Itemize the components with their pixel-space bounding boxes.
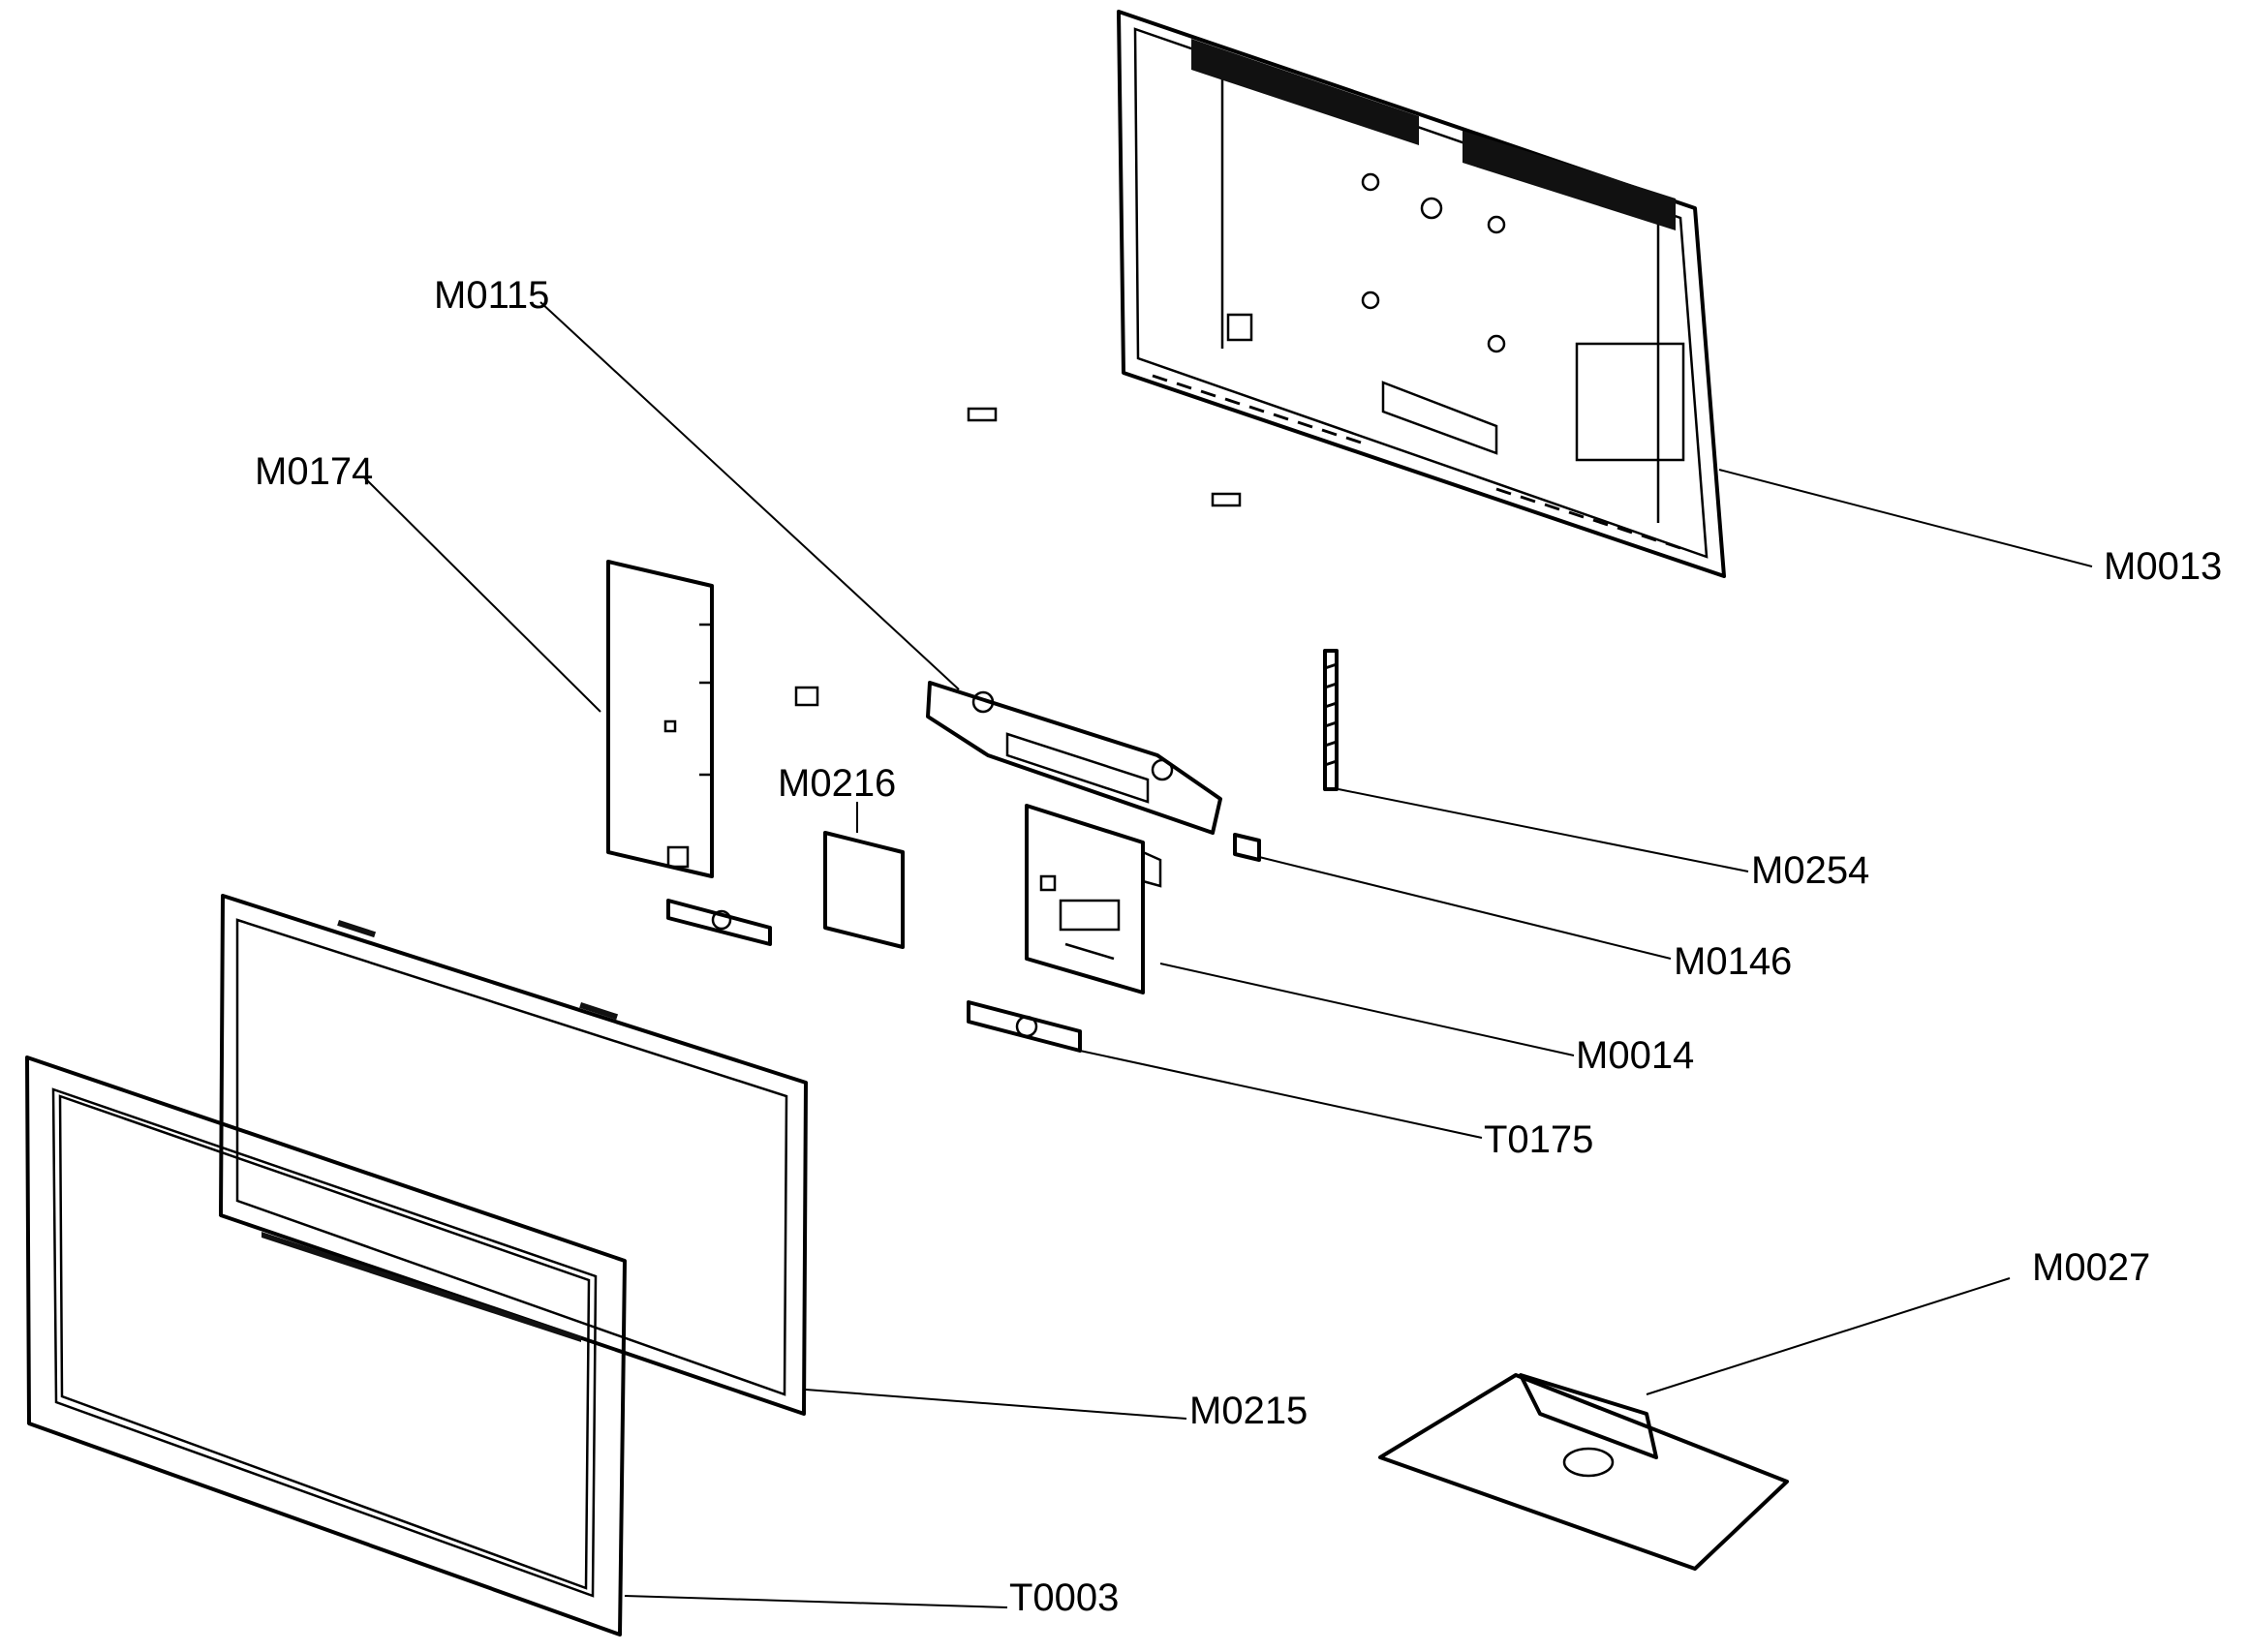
leader-m0014 (1159, 963, 1575, 1056)
callout-t0175: T0175 (1484, 1118, 1593, 1161)
leader-lines (362, 301, 2093, 1608)
speaker-right-part (967, 1000, 1082, 1053)
callout-m0146: M0146 (1674, 940, 1792, 983)
shield-board-part (606, 560, 714, 878)
speaker-left-part (666, 899, 772, 946)
callout-m0254: M0254 (1751, 849, 1869, 892)
leader-m0174 (362, 475, 601, 713)
callout-m0013: M0013 (2104, 545, 2222, 588)
leader-m0146 (1258, 856, 1672, 960)
callout-m0014: M0014 (1576, 1034, 1694, 1077)
leader-t0003 (624, 1595, 1008, 1608)
clip-parts (794, 407, 1242, 707)
callout-m0115: M0115 (434, 274, 549, 317)
rear-cover-part (1117, 10, 1726, 578)
callout-labels: M0115 M0174 M0013 M0216 M0254 M0146 M001… (255, 274, 2222, 1619)
panel-frame-part (219, 894, 808, 1416)
front-bezel-part (25, 1055, 627, 1637)
insulation-sheet-part (823, 831, 905, 949)
leader-m0027 (1646, 1277, 2011, 1395)
small-connector-part (1233, 833, 1261, 862)
callout-m0216: M0216 (778, 762, 896, 805)
bracket-part (926, 681, 1222, 835)
strip-part (1323, 649, 1339, 791)
leader-m0115 (539, 301, 960, 690)
leader-t0175 (1079, 1050, 1483, 1139)
rear-cover-vents (1152, 374, 1681, 550)
callout-m0215: M0215 (1189, 1390, 1308, 1432)
leader-m0254 (1338, 788, 1749, 872)
callout-t0003: T0003 (1009, 1576, 1119, 1619)
stand-part (1378, 1373, 1789, 1571)
callout-m0174: M0174 (255, 450, 373, 493)
main-board-part (1025, 804, 1162, 994)
leader-m0215 (805, 1389, 1187, 1420)
leader-m0013 (1718, 469, 2093, 567)
callout-m0027: M0027 (2032, 1246, 2150, 1289)
